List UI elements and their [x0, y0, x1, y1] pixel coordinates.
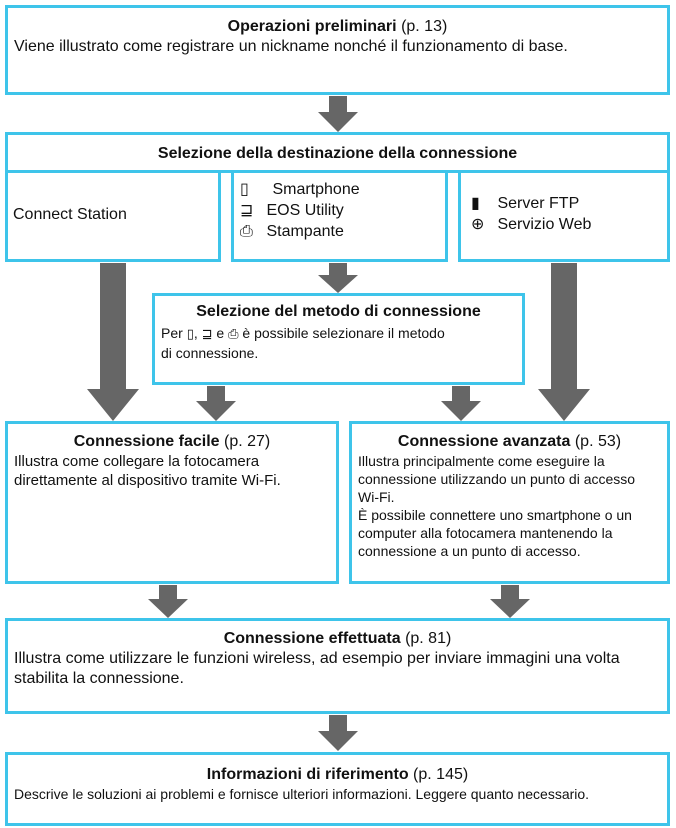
arrow-advanced-to-done	[490, 585, 530, 618]
method-text-prefix: Per	[161, 325, 183, 341]
method-text: Per ▯, ⊒ e ⎙ è possibile selezionare il …	[161, 325, 445, 342]
arrow-method-to-easy	[196, 386, 236, 421]
method-text-and: e	[216, 325, 225, 341]
easy-text: Illustra come collegare la fotocamera di…	[14, 453, 281, 489]
computer-inline-icon: ⊒	[201, 327, 213, 342]
prelim-heading: Operazioni preliminari (p. 13)	[8, 17, 667, 37]
printer-label: Stampante	[266, 223, 344, 240]
prelim-title: Operazioni preliminari	[227, 18, 397, 35]
method-box: Selezione del metodo di connessione Per …	[152, 293, 525, 385]
advanced-page-ref: (p. 53)	[574, 433, 622, 450]
method-text-line2: di connessione.	[161, 345, 259, 361]
arrow-method-to-advanced	[441, 386, 481, 421]
computer-icon: ⊒	[240, 200, 254, 219]
eos-utility-label: EOS Utility	[266, 202, 344, 219]
printer-item: ⎙ Stampante	[240, 221, 445, 242]
advanced-text-2: È possibile connettere uno smartphone o …	[358, 507, 632, 559]
destination-header-box: Selezione della destinazione della conne…	[5, 132, 670, 173]
prelim-text: Viene illustrato come registrare un nick…	[14, 38, 568, 55]
smartphone-icon: ▯	[240, 179, 249, 198]
done-heading: Connessione effettuata (p. 81)	[8, 629, 667, 649]
arrow-devices-to-method	[318, 263, 358, 293]
online-service-box: ▮ Server FTP ⊕ Servizio Web	[458, 170, 670, 262]
reference-page-ref: (p. 145)	[413, 766, 469, 783]
connect-station-label: Connect Station	[13, 206, 127, 223]
method-title: Selezione del metodo di connessione	[196, 303, 481, 320]
advanced-text-1: Illustra principalmente come eseguire la…	[358, 453, 636, 505]
ftp-server-item: ▮ Server FTP	[471, 193, 667, 214]
smartphone-label: Smartphone	[272, 181, 360, 198]
web-service-label: Servizio Web	[497, 216, 592, 233]
advanced-connection-box: Connessione avanzata (p. 53) Illustra pr…	[349, 421, 670, 584]
smartphone-item: ▯ Smartphone	[240, 179, 445, 200]
prelim-box: Operazioni preliminari (p. 13) Viene ill…	[5, 5, 670, 95]
arrow-easy-to-done	[148, 585, 188, 618]
printer-icon: ⎙	[240, 221, 253, 240]
ftp-server-icon: ▮	[471, 193, 480, 212]
arrow-done-to-reference	[318, 715, 358, 751]
eos-utility-item: ⊒ EOS Utility	[240, 200, 445, 221]
arrow-online-to-advanced	[538, 263, 590, 421]
connect-station-box: Connect Station	[5, 170, 221, 262]
reference-heading: Informazioni di riferimento (p. 145)	[8, 765, 667, 785]
arrow-connect-station-to-easy	[87, 263, 139, 421]
done-title: Connessione effettuata	[223, 630, 401, 647]
printer-inline-icon: ⎙	[228, 327, 239, 342]
reference-text: Descrive le soluzioni ai problemi e forn…	[14, 786, 590, 802]
reference-title: Informazioni di riferimento	[206, 766, 409, 783]
connection-done-box: Connessione effettuata (p. 81) Illustra …	[5, 618, 670, 714]
done-page-ref: (p. 81)	[405, 630, 452, 647]
destination-title: Selezione della destinazione della conne…	[157, 145, 518, 162]
method-text-suffix: è possibile selezionare il metodo	[242, 325, 445, 341]
smartphone-inline-icon: ▯	[186, 327, 194, 342]
reference-box: Informazioni di riferimento (p. 145) Des…	[5, 752, 670, 826]
done-text: Illustra come utilizzare le funzioni wir…	[14, 650, 620, 687]
easy-heading: Connessione facile (p. 27)	[8, 432, 336, 452]
device-group-box: ▯ Smartphone ⊒ EOS Utility ⎙ Stampante	[231, 170, 448, 262]
easy-page-ref: (p. 27)	[224, 433, 271, 450]
arrow-prelim-to-destination	[318, 96, 358, 132]
ftp-server-label: Server FTP	[497, 195, 580, 212]
globe-icon: ⊕	[471, 214, 485, 233]
web-service-item: ⊕ Servizio Web	[471, 214, 667, 235]
prelim-page-ref: (p. 13)	[401, 18, 448, 35]
advanced-title: Connessione avanzata	[397, 433, 571, 450]
easy-title: Connessione facile	[73, 433, 220, 450]
easy-connection-box: Connessione facile (p. 27) Illustra come…	[5, 421, 339, 584]
advanced-heading: Connessione avanzata (p. 53)	[352, 432, 667, 452]
